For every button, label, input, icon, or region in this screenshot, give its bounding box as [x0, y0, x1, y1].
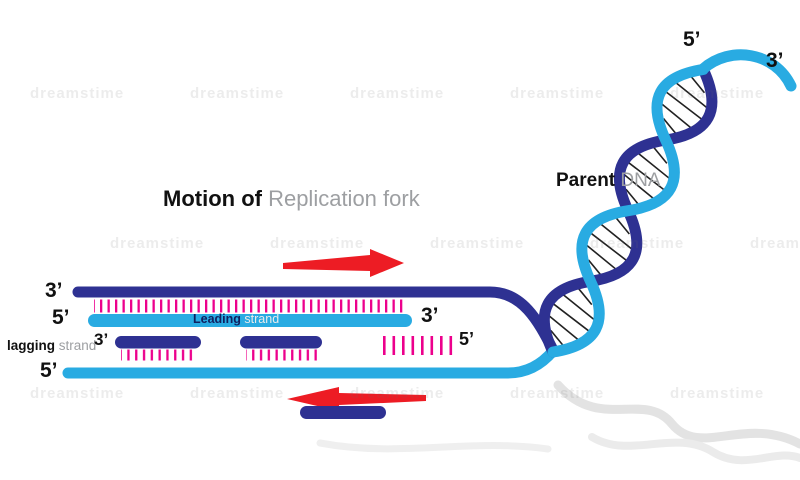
- helix-shadow: [316, 380, 800, 465]
- lagging-label-rest: strand: [58, 338, 97, 353]
- helix-5-prime-label: 5’: [683, 28, 701, 51]
- leading-label-bold: Leading: [193, 312, 245, 326]
- parent-helix: [538, 63, 718, 358]
- okazaki-fragment-1: [115, 336, 201, 349]
- leading-strand-bar: [88, 314, 412, 327]
- lagging-strand-label: lagging strand: [7, 338, 96, 353]
- title-rest: Replication fork: [268, 186, 420, 211]
- okazaki-ticks-2: [246, 349, 318, 361]
- leading-3-prime-label: 3’: [421, 304, 439, 327]
- okazaki-ticks-1: [121, 349, 197, 361]
- helix-cyan-strand: [547, 63, 709, 358]
- unligated-ticks: [381, 336, 454, 355]
- primer-fragment: [300, 406, 386, 419]
- unligated-5-prime-label: 5’: [459, 329, 475, 349]
- title-bold: Motion of: [163, 186, 269, 211]
- lagging-label-bold: lagging: [7, 338, 59, 353]
- base-pair-ticks-leading: [94, 299, 406, 313]
- okazaki-fragment-2: [240, 336, 322, 349]
- leading-strand-label: Leading strand: [193, 312, 279, 326]
- helix-cyan-tail: [697, 49, 797, 92]
- parent-dna-bold: Parent: [556, 170, 621, 191]
- parent-dna-rest: DNA: [620, 170, 661, 191]
- parent-dna-label: Parent DNA: [556, 170, 661, 192]
- lagging-synthesis-arrow: [287, 387, 426, 411]
- leading-label-rest: strand: [244, 312, 280, 326]
- fork-motion-arrow: [283, 249, 404, 277]
- leading-5-prime-label: 5’: [52, 306, 70, 329]
- helix-hatch-lines: [544, 72, 712, 352]
- bottom-strand-5-prime-label: 5’: [40, 359, 58, 382]
- top-strand-3-prime-label: 3’: [45, 279, 63, 302]
- diagram-title: Motion of Replication fork: [163, 186, 420, 212]
- helix-3-prime-label: 3’: [766, 49, 784, 72]
- fragment-3-prime-label: 3’: [94, 330, 109, 349]
